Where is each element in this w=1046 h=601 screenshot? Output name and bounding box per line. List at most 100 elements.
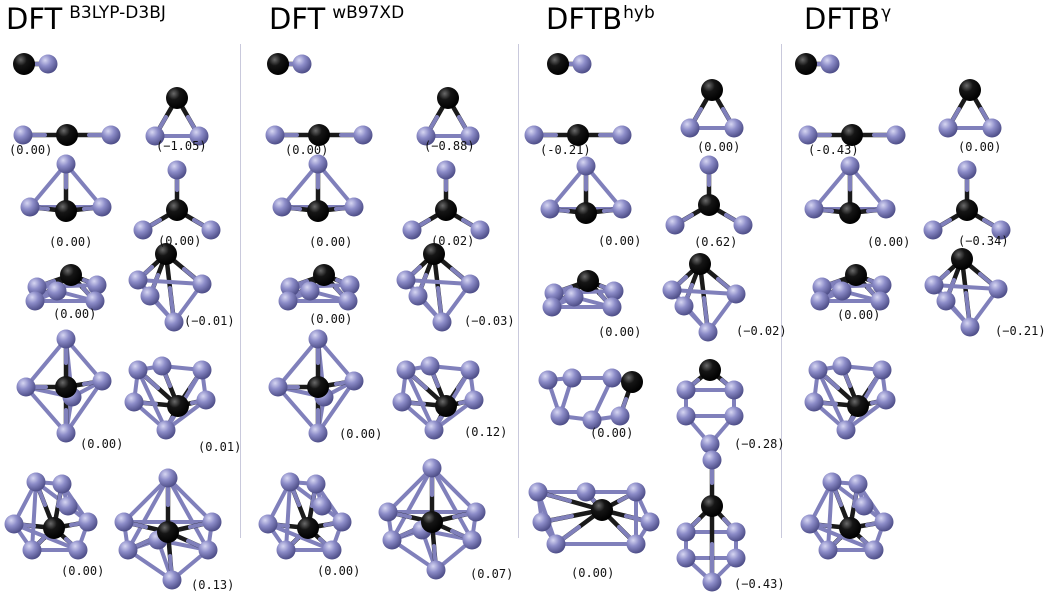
carbon-atom bbox=[56, 124, 78, 146]
boron-atom bbox=[460, 360, 480, 380]
carbon-atom bbox=[547, 53, 569, 75]
boron-atom bbox=[836, 420, 856, 440]
boron-atom bbox=[265, 125, 285, 145]
bond bbox=[166, 476, 214, 524]
method-superscript: B3LYP-D3BJ bbox=[69, 3, 166, 23]
boron-atom bbox=[114, 512, 134, 532]
boron-atom bbox=[546, 534, 566, 554]
column-divider bbox=[781, 44, 782, 538]
energy-label: (-0.43) bbox=[808, 143, 859, 157]
boron-atom bbox=[396, 360, 416, 380]
molecule-triangle bbox=[680, 79, 744, 138]
carbon-atom bbox=[591, 499, 613, 521]
boron-atom bbox=[832, 281, 852, 301]
boron-atom bbox=[726, 284, 746, 304]
boron-atom bbox=[542, 297, 562, 317]
molecule-tetraFlat bbox=[804, 156, 896, 224]
carbon-atom bbox=[847, 395, 869, 417]
bond bbox=[30, 480, 38, 552]
energy-label: (0.00) bbox=[697, 140, 741, 154]
energy-label: (0.00) bbox=[9, 143, 53, 157]
boron-atom bbox=[52, 474, 72, 494]
carbon-atom bbox=[155, 243, 177, 265]
energy-label: (0.00) bbox=[598, 234, 642, 248]
method-superscript: γ bbox=[881, 3, 892, 23]
boron-atom bbox=[152, 356, 172, 376]
method-name: DFTB bbox=[804, 2, 881, 36]
method-name: DFT bbox=[269, 2, 326, 36]
molecule-umbrella bbox=[25, 264, 107, 311]
bond bbox=[386, 466, 434, 514]
boron-atom bbox=[201, 220, 221, 240]
boron-atom bbox=[322, 540, 342, 560]
boron-atom bbox=[258, 514, 278, 534]
boron-atom bbox=[810, 291, 830, 311]
carbon-atom bbox=[166, 199, 188, 221]
energy-label: (0.01) bbox=[198, 440, 242, 454]
energy-label: (0.00) bbox=[317, 564, 361, 578]
boron-atom bbox=[674, 296, 694, 316]
boron-atom bbox=[408, 286, 428, 306]
energy-label: (−0.01) bbox=[184, 314, 235, 328]
bond bbox=[166, 476, 210, 552]
boron-atom bbox=[612, 199, 632, 219]
boron-atom bbox=[68, 540, 88, 560]
boron-atom bbox=[804, 199, 824, 219]
molecule-cage bbox=[804, 356, 896, 440]
carbon-atom bbox=[167, 395, 189, 417]
boron-atom bbox=[156, 420, 176, 440]
boron-atom bbox=[56, 329, 76, 349]
boron-atom bbox=[278, 291, 298, 311]
boron-atom bbox=[572, 54, 592, 74]
boron-atom bbox=[602, 368, 622, 388]
boron-atom bbox=[733, 215, 753, 235]
bond bbox=[552, 289, 616, 295]
boron-atom bbox=[432, 312, 452, 332]
molecule-octa bbox=[378, 458, 486, 580]
carbon-atom bbox=[689, 253, 711, 275]
molecule-tailA bbox=[676, 450, 746, 592]
molecule-hexa bbox=[676, 359, 744, 454]
boron-atom bbox=[610, 406, 630, 426]
bond bbox=[316, 379, 356, 435]
boron-atom bbox=[466, 502, 486, 522]
energy-label: (0.00) bbox=[61, 564, 105, 578]
carbon-atom bbox=[435, 199, 457, 221]
boron-atom bbox=[538, 370, 558, 390]
boron-atom bbox=[158, 468, 178, 488]
bond bbox=[24, 385, 68, 435]
method-name: DFT bbox=[6, 2, 63, 36]
boron-atom bbox=[128, 360, 148, 380]
bond bbox=[808, 522, 876, 552]
energy-label: (−0.28) bbox=[734, 437, 785, 451]
boron-atom bbox=[22, 540, 42, 560]
energy-label: (−0.34) bbox=[958, 234, 1009, 248]
boron-atom bbox=[702, 450, 722, 470]
boron-atom bbox=[524, 125, 544, 145]
column-divider bbox=[518, 44, 519, 538]
bond bbox=[276, 337, 320, 389]
energy-label: (0.00) bbox=[80, 437, 124, 451]
molecule-ringOpen bbox=[538, 368, 643, 430]
bond bbox=[64, 379, 104, 435]
boron-atom bbox=[13, 125, 33, 145]
boron-atom bbox=[991, 220, 1011, 240]
carbon-atom bbox=[13, 53, 35, 75]
boron-atom bbox=[280, 277, 300, 297]
carbon-atom bbox=[313, 264, 335, 286]
boron-atom bbox=[960, 317, 980, 337]
carbon-atom bbox=[841, 124, 863, 146]
boron-atom bbox=[812, 277, 832, 297]
boron-atom bbox=[164, 312, 184, 332]
boron-atom bbox=[332, 512, 352, 532]
molecule-big7 bbox=[258, 472, 352, 560]
bond bbox=[670, 288, 738, 296]
carbon-atom bbox=[437, 87, 459, 109]
molecule-star bbox=[665, 155, 753, 235]
boron-atom bbox=[698, 322, 718, 342]
boron-atom bbox=[422, 458, 442, 478]
bond bbox=[276, 385, 320, 435]
molecule-cage bbox=[392, 356, 484, 440]
molecule-star bbox=[133, 160, 221, 240]
carbon-atom bbox=[421, 511, 443, 533]
